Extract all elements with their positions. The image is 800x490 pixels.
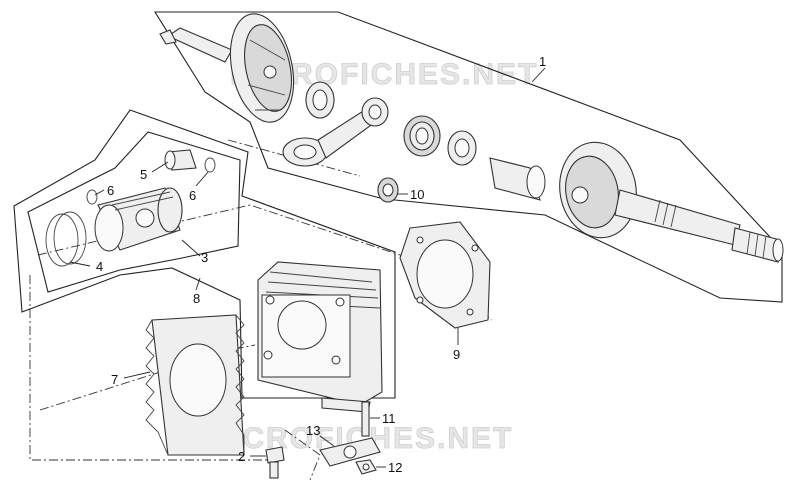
head-gasket xyxy=(399,221,491,329)
screw xyxy=(265,446,285,479)
circlip-right xyxy=(204,157,216,173)
base-gasket xyxy=(145,314,245,456)
callout-6-left: 6 xyxy=(107,183,114,198)
callout-6-right: 6 xyxy=(189,188,196,203)
callout-1: 1 xyxy=(539,54,546,69)
callout-13: 13 xyxy=(306,423,320,438)
thrust-washer-left xyxy=(305,81,335,119)
leader-13 xyxy=(319,435,335,447)
leader-6a xyxy=(94,189,105,196)
leader-7 xyxy=(123,371,151,379)
callout-11: 11 xyxy=(382,411,396,426)
piston xyxy=(94,187,183,252)
circlip-left xyxy=(86,189,98,205)
small-end-needle-bearing xyxy=(377,177,399,203)
watermark-bottom: MICROFICHES.NET xyxy=(205,422,513,455)
stud xyxy=(361,401,370,437)
callout-4: 4 xyxy=(96,259,103,274)
callout-10: 10 xyxy=(410,187,424,202)
leader-5 xyxy=(151,161,169,173)
thrust-washer-right xyxy=(447,130,477,166)
leader-8 xyxy=(195,277,201,291)
nut xyxy=(355,459,377,475)
leader-4 xyxy=(69,261,91,267)
callout-5: 5 xyxy=(140,167,147,182)
callout-9: 9 xyxy=(453,347,460,362)
cylinder xyxy=(257,261,383,413)
callout-2: 2 xyxy=(238,449,245,464)
callout-12: 12 xyxy=(388,460,402,475)
cylinder-group-outline xyxy=(13,109,396,399)
leader-3 xyxy=(181,239,201,257)
leader-6b xyxy=(195,171,209,187)
crankshaft-half-left xyxy=(159,13,295,123)
crankshaft-group-outline xyxy=(154,11,783,303)
crankshaft-half-right xyxy=(559,141,784,263)
leader-1 xyxy=(531,67,546,83)
callout-7: 7 xyxy=(111,372,118,387)
callout-3: 3 xyxy=(201,250,208,265)
piston-rings xyxy=(45,211,87,267)
exhaust-gasket xyxy=(319,437,381,467)
crank-pin xyxy=(489,157,546,201)
piston-group-outline xyxy=(27,131,241,293)
piston-pin xyxy=(164,149,197,171)
connecting-rod xyxy=(282,97,389,167)
needle-bearing-big-end xyxy=(403,115,441,157)
callout-8: 8 xyxy=(193,291,200,306)
